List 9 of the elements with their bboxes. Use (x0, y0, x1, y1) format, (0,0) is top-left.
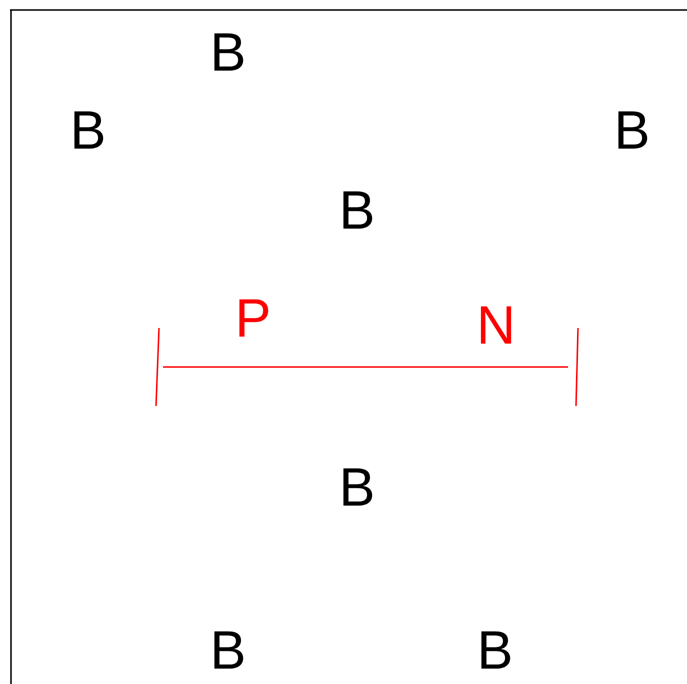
letter-label: B (481, 631, 510, 669)
letter-label: B (214, 33, 244, 71)
letter-label: B (618, 111, 648, 149)
letter-label: N (480, 306, 512, 344)
letter-label: B (214, 631, 244, 669)
letter-label: B (74, 111, 104, 149)
letter-label: P (239, 299, 268, 337)
letter-label: B (343, 191, 372, 229)
letter-label: B (343, 468, 372, 506)
